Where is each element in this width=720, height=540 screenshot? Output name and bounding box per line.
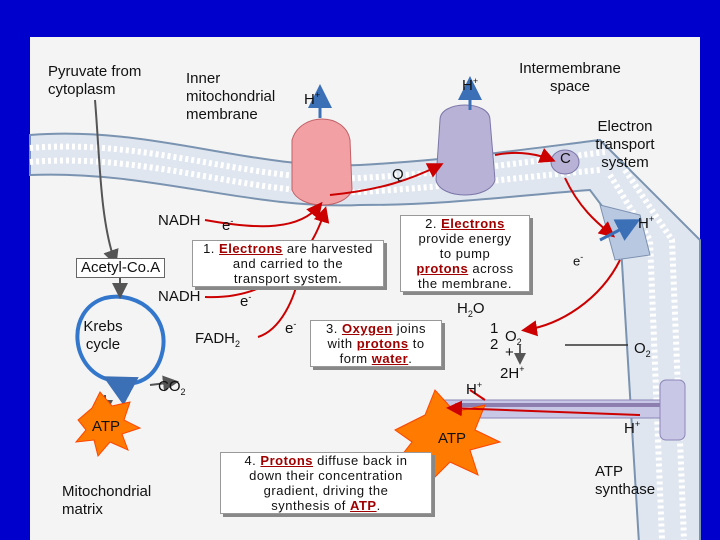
step-1-box: 1. Electrons are harvested and carried t… [192, 240, 384, 287]
atp-burst-left [74, 391, 142, 458]
cytochrome-c-label: C [560, 150, 571, 167]
h-plus-bottom-right: H+ [624, 419, 641, 437]
step-3-box: 3. Oxygen joins with protons to form wat… [310, 320, 442, 367]
q-label: Q [392, 166, 404, 183]
ets-label: Electron transport system [595, 118, 655, 171]
fadh2-label: FADH2 [195, 330, 241, 349]
co2-label: CO2 [158, 378, 186, 397]
krebs-cycle-label: Krebs cycle [83, 318, 123, 353]
intermembrane-space-label: Intermembrane space [519, 60, 621, 95]
co2-arrow [149, 375, 179, 392]
atp-label-left: ATP [92, 418, 121, 435]
proton-arrow-right [599, 219, 641, 242]
h-plus-top-left: H+ [304, 90, 321, 108]
plus-label: + [505, 344, 514, 361]
inner-membrane-label: Inner mitochondrial membrane [186, 70, 276, 123]
electron-arrow-c [494, 148, 556, 163]
nadh-label-2: NADH [158, 288, 201, 305]
oxygen-label-right: O2 [634, 340, 651, 359]
electron-label-2: e- [240, 292, 252, 310]
oxygen-label-mid: O2 [505, 328, 522, 347]
electron-label-1: e- [222, 216, 234, 234]
atp-synthase-label: ATP synthase [595, 463, 656, 498]
atp-label-center: ATP [438, 430, 467, 447]
step-2-box: 2. Electrons provide energy to pump prot… [400, 215, 530, 292]
proton-arrow-in [446, 400, 641, 417]
step-4-box: 4. Protons diffuse back in down their co… [220, 452, 432, 514]
acetyl-coa-label: Acetyl-Co.A [76, 258, 166, 278]
two-label: 2 [490, 336, 499, 353]
electron-label-right: e- [573, 252, 584, 269]
electron-arrow-1 [204, 201, 323, 228]
nadh-label-1: NADH [158, 212, 201, 229]
pyruvate-label: Pyruvate from cytoplasm [48, 63, 142, 98]
half-label: 1 [490, 320, 499, 337]
electron-label-3: e- [285, 319, 297, 337]
krebs-cycle-ring [75, 294, 166, 406]
two-h-plus-label: 2H+ [500, 364, 525, 382]
electron-arrow-down [564, 177, 616, 238]
electron-arrow-q [329, 163, 444, 196]
h-plus-right: H+ [638, 214, 655, 232]
oxygen-arrow [521, 259, 621, 337]
water-label: H2O [457, 300, 485, 319]
complex-lavender [435, 104, 496, 196]
mitochondrial-matrix-label: Mitochondrial matrix [62, 483, 152, 518]
complex-pink [291, 118, 353, 206]
h-plus-top-mid: H+ [462, 76, 479, 94]
h-plus-bottom: H+ [466, 380, 483, 398]
inner-membrane [29, 132, 701, 540]
proton-arrow-from-h [469, 389, 486, 401]
pyruvate-arrow [94, 99, 119, 266]
